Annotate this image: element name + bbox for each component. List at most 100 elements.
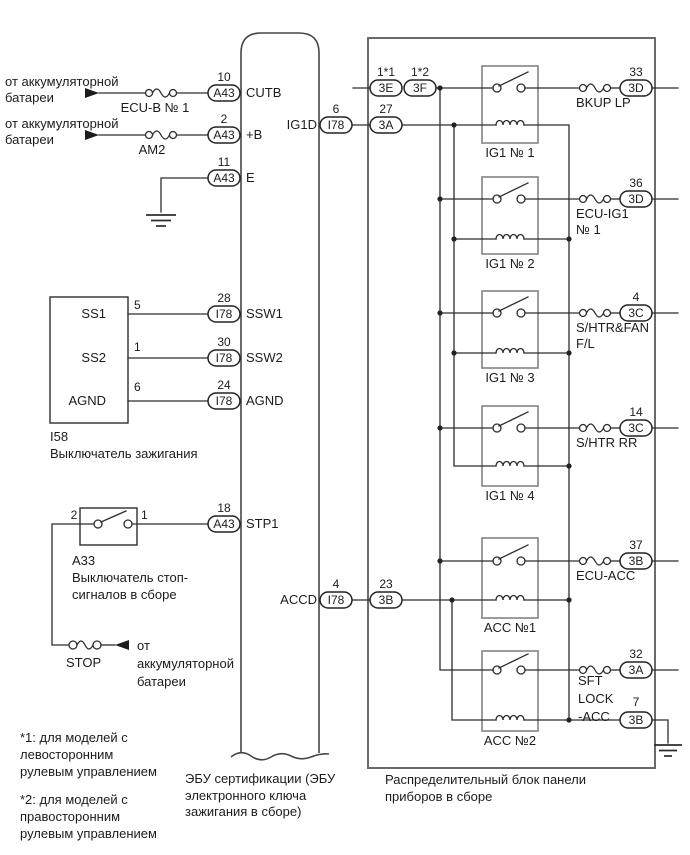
- fuse-label-line1: ECU-IG1: [576, 206, 629, 221]
- signal-label: STP1: [246, 516, 279, 531]
- signal-label: CUTB: [246, 85, 281, 100]
- pin-number: 4: [333, 577, 340, 591]
- connector-code: I78: [216, 351, 233, 365]
- note2-line2: правосторонним: [20, 809, 120, 824]
- connector-code: 3C: [628, 306, 644, 320]
- footnotes: *1: для моделей с левосторонним рулевым …: [20, 730, 157, 841]
- ignition-switch-i58: SS1 SS2 AGND 5 1 6 I58 Выключатель зажиг…: [49, 291, 284, 461]
- connector-code: A43: [213, 171, 235, 185]
- connector-oval: [207, 305, 241, 323]
- connector-oval: [369, 591, 403, 609]
- fuse-icon: [578, 423, 612, 433]
- source-label-line1: от аккумуляторной: [5, 74, 118, 89]
- fuse-label: BKUP LP: [576, 95, 631, 110]
- connector-oval: [369, 79, 403, 97]
- fuse-label: S/HTR RR: [576, 435, 637, 450]
- connector-oval: [207, 126, 241, 144]
- pin-number: 2: [221, 112, 228, 126]
- relay-coil-icon: [495, 233, 525, 240]
- jb-input-3f: 1*2 3F: [403, 65, 437, 97]
- connector-code: 3C: [628, 421, 644, 435]
- junction-dots: [437, 85, 572, 723]
- pin-number: 2: [71, 508, 78, 522]
- ground-icon: [146, 214, 176, 227]
- relay-box: [481, 650, 539, 732]
- note1-line2: левосторонним: [20, 747, 113, 762]
- connector-oval: [319, 116, 353, 134]
- relay-box: [481, 537, 539, 619]
- jb-caption-line2: приборов в сборе: [385, 789, 492, 804]
- wire: [651, 719, 669, 744]
- fuse-label: STOP: [66, 655, 101, 670]
- connector-code: I78: [216, 394, 233, 408]
- fuse-icon: [578, 665, 612, 675]
- pin-number: 1*1: [377, 65, 395, 79]
- signal-label: AGND: [246, 393, 284, 408]
- connector-code: 3D: [628, 192, 644, 206]
- relay-label: IG1 № 2: [485, 256, 534, 271]
- pin-number: 24: [217, 378, 231, 392]
- ecu-output-accd: ACCD 4 I78: [280, 577, 353, 609]
- ground-pin-e: 11 A43 E: [146, 155, 255, 227]
- relay-coil-icon: [495, 594, 525, 601]
- jb-input-3a: 27 3A: [369, 102, 403, 134]
- ecu-output-ig1d: IG1D 6 I78: [287, 102, 353, 134]
- relay-label: IG1 № 4: [485, 488, 534, 503]
- pin-number: 5: [134, 298, 141, 312]
- component-label: Выключатель зажигания: [50, 446, 198, 461]
- fuse-icon: [578, 308, 612, 318]
- ecu-band-break-line: [230, 751, 330, 761]
- connector-code: A43: [213, 86, 235, 100]
- connector-oval: [207, 84, 241, 102]
- terminal-label: AGND: [68, 393, 106, 408]
- terminal-label: SS1: [81, 306, 106, 321]
- connector-oval: [319, 591, 353, 609]
- fuse-icon: [578, 83, 612, 93]
- relay-label: IG1 № 1: [485, 145, 534, 160]
- ecu-caption-line2: электронного ключа: [185, 788, 307, 803]
- pin-number: 14: [629, 405, 643, 419]
- relay-coil-icon: [495, 460, 525, 467]
- source-label-line3: батареи: [137, 674, 186, 689]
- fuse-label: ECU-B № 1: [121, 100, 190, 115]
- relay-acc-1: ACC №1: [481, 537, 539, 635]
- connector-code: A43: [213, 128, 235, 142]
- junction-block-caption: Распределительный блок панели приборов в…: [385, 772, 586, 804]
- relay-label: ACC №1: [484, 620, 536, 635]
- connector-code: 3D: [628, 81, 644, 95]
- jb-output-shtr-fan: S/HTR&FAN F/L 4 3C: [576, 290, 653, 351]
- note2-line1: *2: для моделей с: [20, 792, 128, 807]
- connector-oval: [619, 711, 653, 729]
- arrow-right-icon: [85, 130, 99, 140]
- ecu-band-outline: [240, 32, 320, 753]
- wire-acc-coil-bus: [451, 599, 497, 721]
- fuse-icon: [68, 640, 102, 650]
- signal-label: +B: [246, 127, 262, 142]
- fuse-label-line2: № 1: [576, 222, 601, 237]
- connector-oval: [207, 169, 241, 187]
- connector-oval: [619, 552, 653, 570]
- relay-coil-icon: [495, 119, 525, 126]
- connector-code: 3F: [413, 81, 427, 95]
- connector-code: 3E: [379, 81, 394, 95]
- connector-oval: [403, 79, 437, 97]
- wire-ig1-coil-bus: [453, 124, 497, 467]
- connector-oval: [619, 419, 653, 437]
- signal-label: ACCD: [280, 592, 317, 607]
- wire-coil-return-bus: [523, 124, 621, 721]
- relay-acc-2: ACC №2: [481, 650, 539, 748]
- terminal-label: SS2: [81, 350, 106, 365]
- relay-contact-icon: [492, 411, 529, 433]
- jb-output-sft-lock-acc: SFT LOCK -ACC 32 3A: [578, 647, 653, 724]
- arrow-right-icon: [85, 88, 99, 98]
- connector-code: I78: [328, 593, 345, 607]
- jb-input-3e: 1*1 3E: [369, 65, 403, 97]
- stop-light-switch-a33: 2 1 A33 Выключатель стоп- сигналов в сбо…: [66, 501, 279, 689]
- junction-block-box: [367, 37, 656, 769]
- ignition-switch-box: [49, 296, 129, 424]
- component-id: A33: [72, 553, 95, 568]
- note2-line3: рулевым управлением: [20, 826, 157, 841]
- relay-ig1-4: IG1 № 4: [481, 405, 539, 503]
- jb-caption-line1: Распределительный блок панели: [385, 772, 586, 787]
- component-id: I58: [50, 429, 68, 444]
